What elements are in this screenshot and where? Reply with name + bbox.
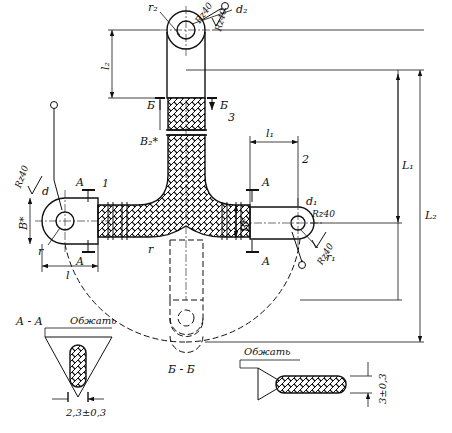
section-letter: Б — [220, 100, 228, 111]
width-dim: B* — [18, 216, 29, 230]
roughness-mark: Rz40 — [194, 1, 215, 25]
radius-dim: r₁ — [326, 252, 336, 263]
length-dim: L₂ — [425, 210, 437, 221]
crimp-note: Обжать — [70, 316, 117, 326]
callout-number: 1 — [102, 178, 109, 189]
section-title: Б - Б — [168, 364, 195, 375]
diameter-dim: d — [42, 186, 49, 197]
section-letter: Б — [147, 100, 155, 111]
diameter-dim: d₂ — [236, 4, 247, 15]
length-dim: l₁ — [266, 128, 274, 139]
crimp-note: Обжать — [244, 347, 291, 357]
width-dim: B₂* — [140, 136, 158, 147]
diameter-dim: d₁ — [306, 196, 317, 207]
thickness-dim: 3±0,3 — [378, 373, 388, 404]
callout-number: 3 — [228, 112, 235, 123]
section-letter: A — [76, 177, 84, 188]
roughness-mark: Rz40 — [312, 210, 335, 219]
callout-number: 2 — [302, 154, 309, 165]
length-dim: l — [66, 270, 70, 281]
roughness-mark: Rz40 — [14, 164, 30, 189]
section-title: A - A — [16, 316, 43, 327]
length-dim: L₁ — [402, 160, 414, 171]
section-letter: A — [262, 177, 270, 188]
radius-dim: r — [148, 244, 153, 255]
radius-dim: r — [38, 246, 43, 257]
radius-dim: r₂ — [148, 2, 158, 13]
length-dim: l₂ — [100, 62, 111, 70]
thickness-dim: 2,3±0,3 — [66, 408, 106, 418]
width-dim: B* — [240, 218, 251, 232]
section-letter: A — [76, 256, 84, 267]
section-letter: A — [262, 256, 270, 267]
